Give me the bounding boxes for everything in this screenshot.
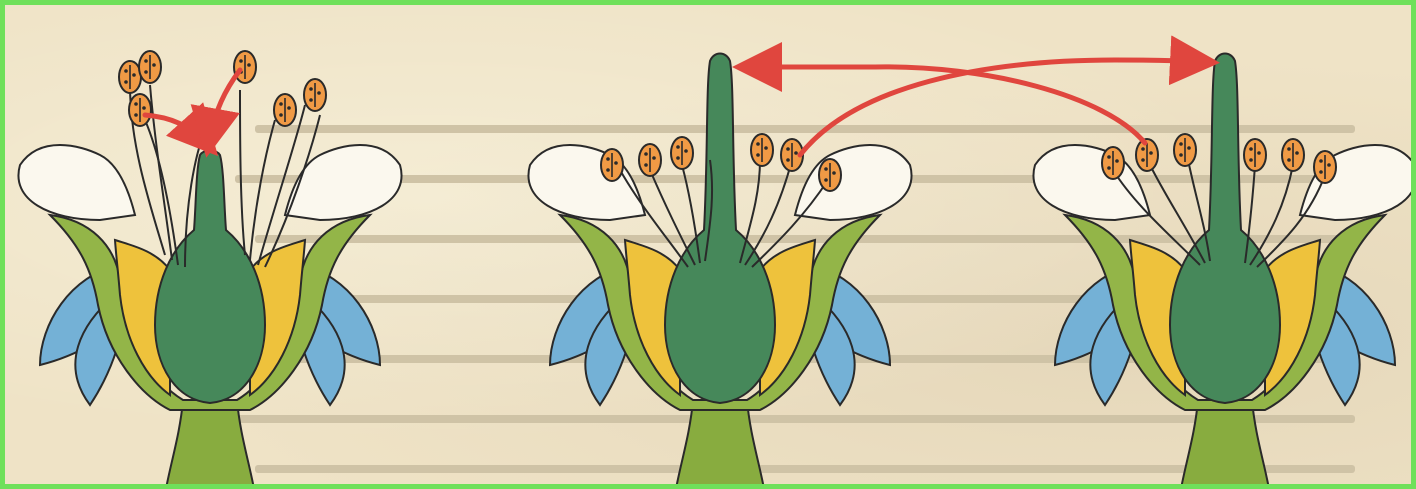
flower-cross-left bbox=[528, 54, 911, 489]
self-pollination-arrows bbox=[145, 70, 240, 145]
flower-cross-right bbox=[1033, 54, 1416, 489]
flower-self-pollination bbox=[18, 51, 401, 489]
pollination-diagram bbox=[5, 5, 1416, 489]
cross-pollination-arrows bbox=[747, 60, 1205, 155]
